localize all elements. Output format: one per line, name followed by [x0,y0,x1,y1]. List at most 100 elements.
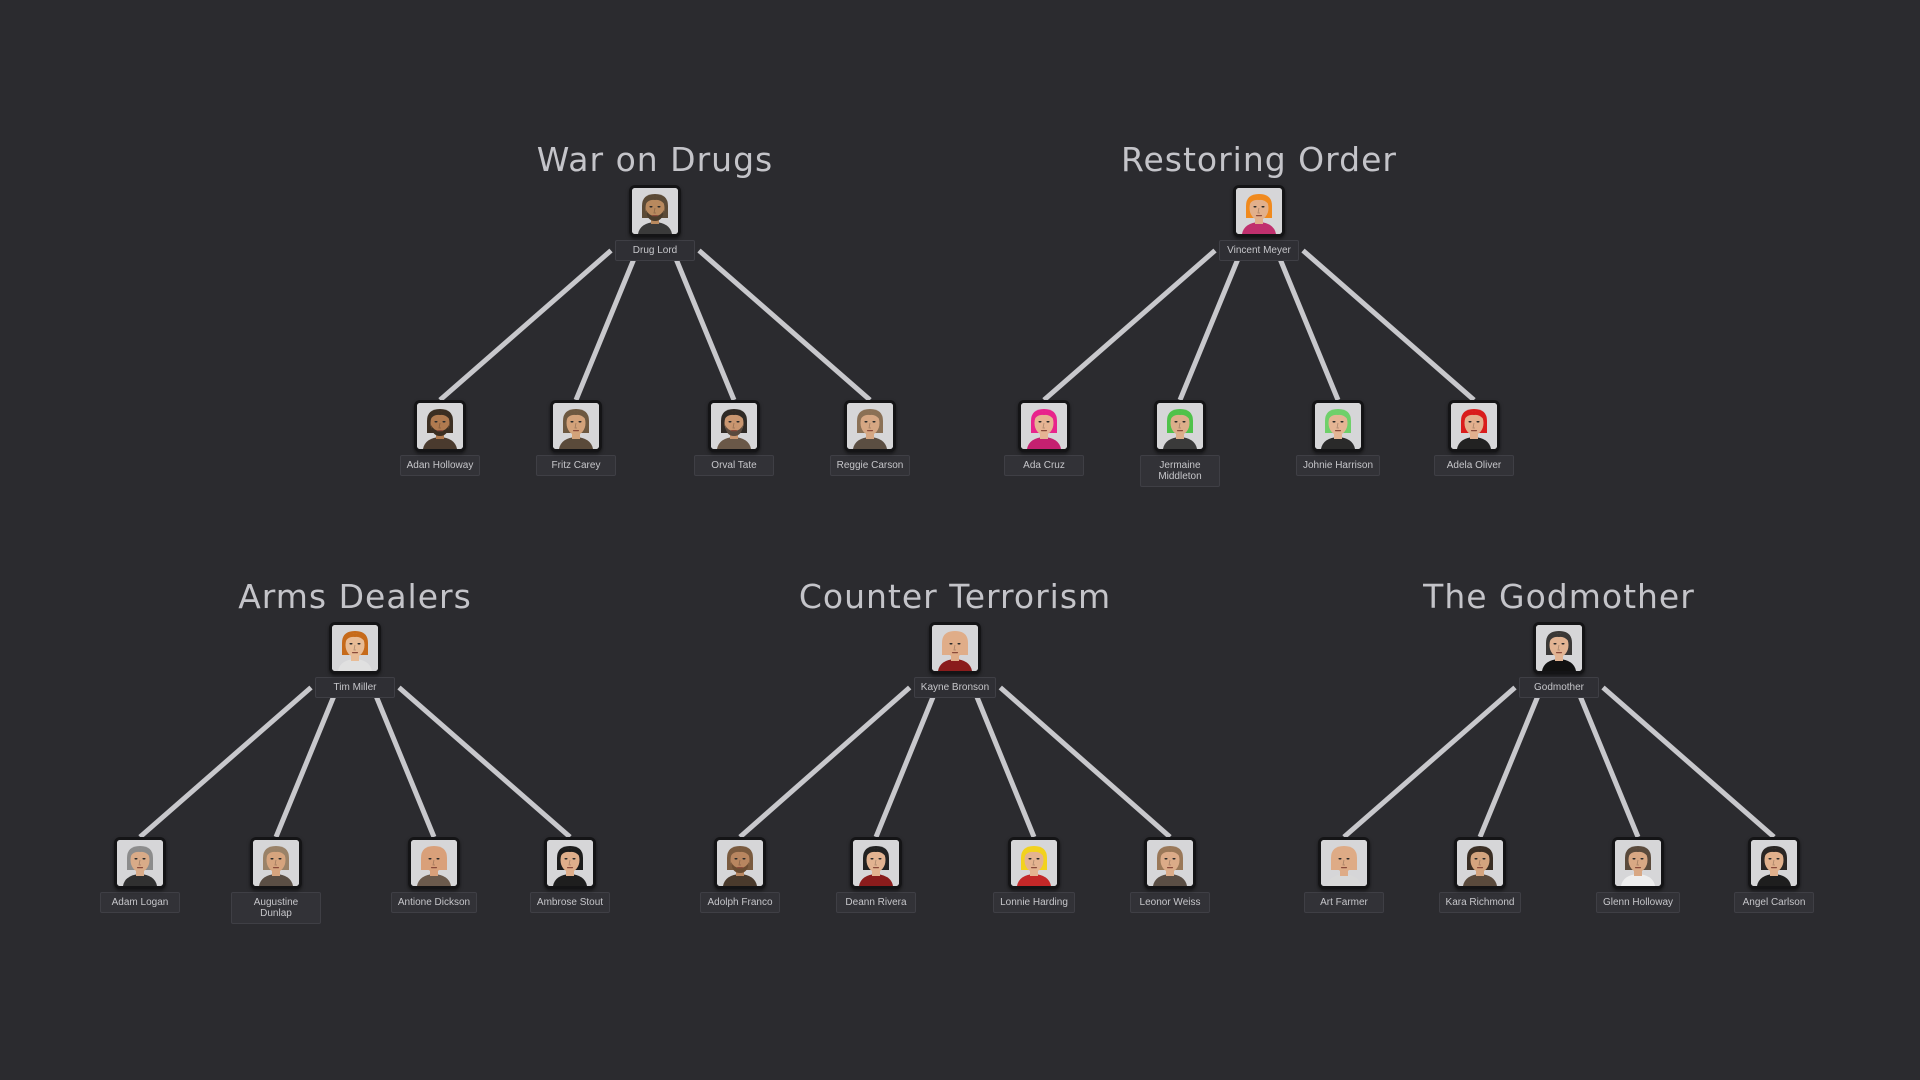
member-name-label: Reggie Carson [829,455,911,476]
member-name-label: Art Farmer [1304,892,1384,913]
member-node-lonnie-harding[interactable]: Lonnie Harding [989,837,1079,913]
member-node-adolph-franco[interactable]: Adolph Franco [695,837,785,913]
member-node-adan-holloway[interactable]: Adan Holloway [395,400,485,476]
member-name-label: Ambrose Stout [529,892,611,913]
connector-line [1477,686,1544,838]
portrait[interactable] [1748,837,1800,889]
leader-name-label: Godmother [1519,677,1599,698]
leader-node-tim-miller[interactable]: Tim Miller [310,622,400,698]
tree-title-restoring-order: Restoring Order [1121,140,1397,179]
man-portrait-icon [1751,840,1797,886]
portrait[interactable] [844,400,896,452]
member-node-orval-tate[interactable]: Orval Tate [689,400,779,476]
member-node-ambrose-stout[interactable]: Ambrose Stout [525,837,615,913]
member-node-fritz-carey[interactable]: Fritz Carey [531,400,621,476]
connector-line [873,686,940,838]
portrait[interactable] [1533,622,1585,674]
portrait[interactable] [114,837,166,889]
member-node-kara-richmond[interactable]: Kara Richmond [1435,837,1525,913]
pink-haired-woman-portrait-icon [1021,403,1067,449]
portrait[interactable] [1612,837,1664,889]
member-node-leonor-weiss[interactable]: Leonor Weiss [1125,837,1215,913]
leader-node-vincent-meyer[interactable]: Vincent Meyer [1214,185,1304,261]
member-node-art-farmer[interactable]: Art Farmer [1299,837,1389,913]
portrait[interactable] [329,622,381,674]
member-name-label: Ada Cruz [1004,455,1084,476]
portrait[interactable] [1008,837,1060,889]
member-node-angel-carlson[interactable]: Angel Carlson [1729,837,1819,913]
portrait[interactable] [1233,185,1285,237]
member-name-label: Orval Tate [694,455,774,476]
tree-title-the-godmother: The Godmother [1423,577,1695,616]
portrait[interactable] [708,400,760,452]
woman-portrait-icon [1536,625,1582,671]
bald-man-portrait-icon [1321,840,1367,886]
member-node-jermaine-middleton[interactable]: Jermaine Middleton [1135,400,1225,487]
portrait[interactable] [629,185,681,237]
portrait[interactable] [1312,400,1364,452]
man-portrait-icon [553,403,599,449]
portrait[interactable] [1144,837,1196,889]
portrait[interactable] [714,837,766,889]
bearded-man-portrait-icon [632,188,678,234]
dark-haired-man-portrait-icon [547,840,593,886]
member-name-label: Adela Oliver [1434,455,1514,476]
connector-line [370,686,437,838]
connector-line [738,685,912,839]
leader-node-kayne-bronson[interactable]: Kayne Bronson [910,622,1000,698]
member-name-label: Fritz Carey [536,455,616,476]
tree-title-arms-dealers: Arms Dealers [238,577,472,616]
long-haired-man-portrait-icon [847,403,893,449]
portrait[interactable] [408,837,460,889]
member-node-johnie-harrison[interactable]: Johnie Harrison [1293,400,1383,476]
woman-portrait-icon [1457,840,1503,886]
blond-man-portrait-icon [1011,840,1057,886]
connector-line [998,685,1172,839]
member-node-reggie-carson[interactable]: Reggie Carson [825,400,915,476]
connector-line [1177,249,1244,401]
connector-line [138,685,313,839]
connector-line [1601,685,1776,839]
grey-haired-man-portrait-icon [117,840,163,886]
member-name-label: Antione Dickson [390,892,478,913]
member-node-deann-rivera[interactable]: Deann Rivera [831,837,921,913]
member-name-label: Deann Rivera [836,892,916,913]
member-node-ada-cruz[interactable]: Ada Cruz [999,400,1089,476]
tree-title-counter-terrorism: Counter Terrorism [798,577,1112,616]
leader-node-drug-lord[interactable]: Drug Lord [610,185,700,261]
member-node-glenn-holloway[interactable]: Glenn Holloway [1593,837,1683,913]
bald-man-portrait-icon [411,840,457,886]
portrait[interactable] [1318,837,1370,889]
green-haired-man-portrait-icon [1157,403,1203,449]
portrait[interactable] [250,837,302,889]
member-node-augustine-dunlap[interactable]: Augustine Dunlap [231,837,321,924]
portrait[interactable] [850,837,902,889]
green-haired-woman-portrait-icon [1315,403,1361,449]
portrait[interactable] [1454,837,1506,889]
leader-name-label: Vincent Meyer [1219,240,1299,261]
connector-line [1042,248,1217,402]
portrait[interactable] [414,400,466,452]
leader-node-godmother[interactable]: Godmother [1514,622,1604,698]
portrait[interactable] [544,837,596,889]
man-portrait-icon [253,840,299,886]
member-node-adam-logan[interactable]: Adam Logan [95,837,185,913]
member-name-label: Adam Logan [100,892,180,913]
member-node-adela-oliver[interactable]: Adela Oliver [1429,400,1519,476]
bald-man-portrait-icon [932,625,978,671]
portrait[interactable] [929,622,981,674]
connector-line [1574,686,1641,838]
member-name-label: Johnie Harrison [1295,455,1381,476]
connector-line [273,686,340,838]
portrait[interactable] [1448,400,1500,452]
portrait[interactable] [550,400,602,452]
member-node-antione-dickson[interactable]: Antione Dickson [389,837,479,913]
man-portrait-icon [711,403,757,449]
eyepatch-woman-portrait-icon [853,840,899,886]
portrait[interactable] [1154,400,1206,452]
man-portrait-icon [1615,840,1661,886]
woman-portrait-icon [1147,840,1193,886]
portrait[interactable] [1018,400,1070,452]
member-name-label: Jermaine Middleton [1140,455,1220,487]
member-name-label: Leonor Weiss [1130,892,1210,913]
